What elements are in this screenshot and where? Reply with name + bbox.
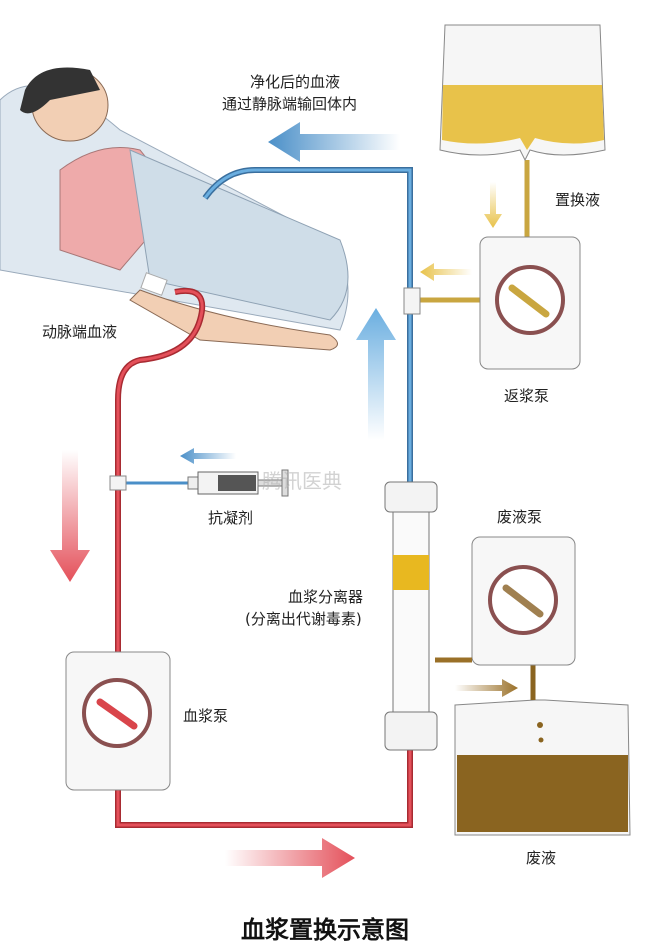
arterial-blood-label: 动脉端血液 xyxy=(42,323,118,341)
blue-left-arrow xyxy=(268,122,400,162)
separator-label: 血浆分离器 xyxy=(288,588,364,606)
watermark: 腾讯医典 xyxy=(262,469,342,493)
red-down-arrow xyxy=(50,450,90,582)
yellow-left-arrow xyxy=(420,263,472,281)
waste-pump xyxy=(471,536,576,666)
patient-illustration xyxy=(0,67,349,351)
return-pump xyxy=(479,236,581,370)
anticoagulant-label: 抗凝剂 xyxy=(208,509,254,527)
waste-pump-label: 废液泵 xyxy=(497,508,543,526)
return-pump-label: 返浆泵 xyxy=(504,387,550,405)
blood-pump xyxy=(65,651,171,791)
replacement-fluid-label: 置换液 xyxy=(555,191,601,209)
blood-pump-label: 血浆泵 xyxy=(183,707,229,725)
return-blood-label-2: 通过静脉端输回体内 xyxy=(222,95,358,113)
arterial-tube xyxy=(115,287,206,655)
return-blood-label: 净化后的血液 xyxy=(250,73,341,91)
blue-small-left-arrow xyxy=(180,448,236,464)
diagram-title: 血浆置换示意图 xyxy=(241,916,409,944)
waste-fluid-bag xyxy=(454,665,631,836)
separator-label-2: (分离出代谢毒素) xyxy=(245,610,362,628)
syringe xyxy=(187,469,289,497)
waste-fluid-label: 废液 xyxy=(526,849,557,867)
yellow-down-arrow xyxy=(484,182,502,228)
brown-right-arrow xyxy=(455,679,518,697)
t-connector xyxy=(403,287,421,315)
replacement-fluid-bag xyxy=(439,24,606,162)
plasma-separator xyxy=(384,481,438,751)
blue-up-arrow xyxy=(356,308,396,440)
red-right-arrow xyxy=(225,838,355,878)
